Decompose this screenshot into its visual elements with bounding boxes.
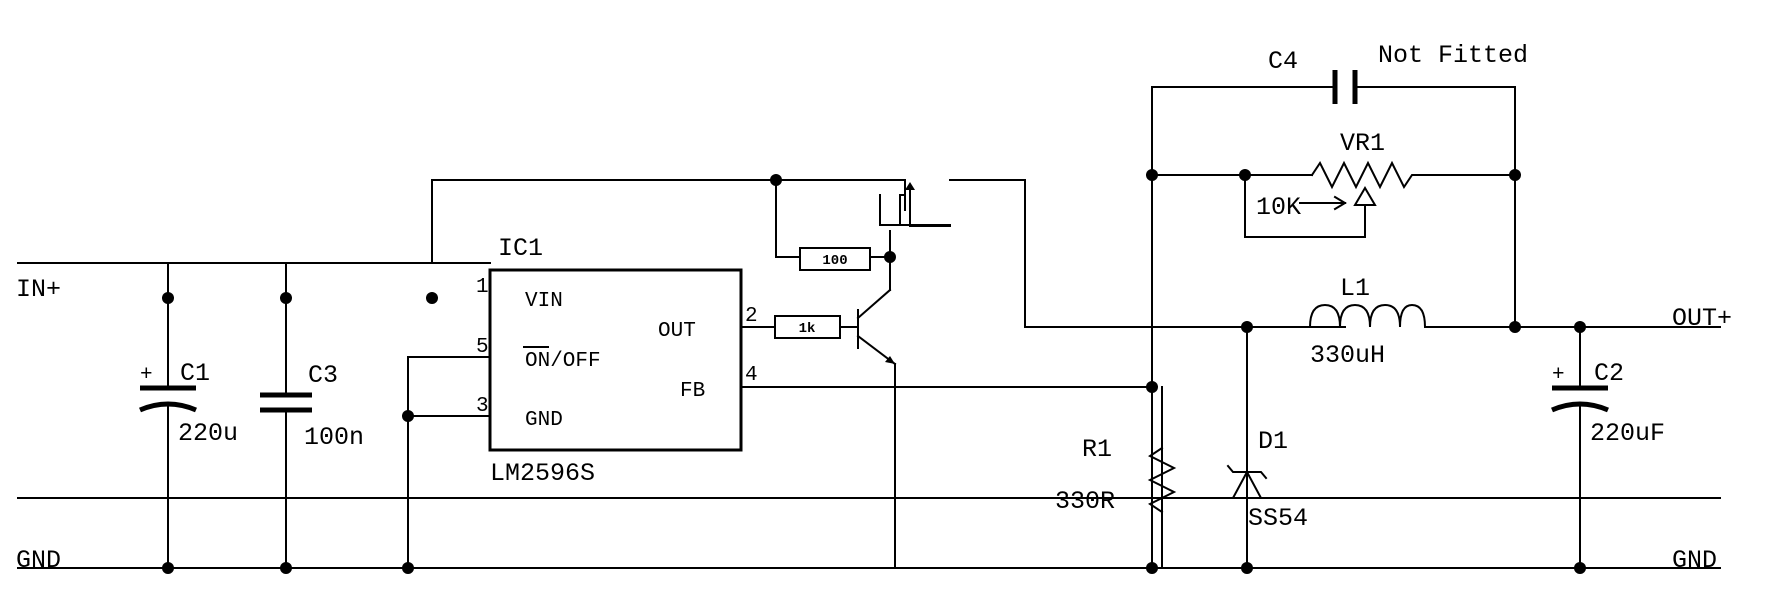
pin-number-4: 4 — [745, 364, 758, 387]
pin-name-vin: VIN — [525, 290, 563, 313]
r1-ref-label: R1 — [1082, 435, 1112, 464]
capacitor-c2: + C2 220uF — [1551, 359, 1665, 448]
pin-name-fb: FB — [680, 380, 705, 403]
l1-ref-label: L1 — [1340, 274, 1370, 303]
inductor-l1: L1 330uH — [1308, 274, 1427, 370]
c1-value-label: 220u — [178, 419, 238, 448]
c1-polarity-mark: + — [140, 364, 153, 387]
net-label-out-plus: OUT+ — [1672, 304, 1732, 333]
c2-value-label: 220uF — [1590, 419, 1665, 448]
r1-value-label: 330R — [1055, 487, 1115, 516]
net-label-gnd-right: GND — [1672, 546, 1717, 575]
ic1-ref-label: IC1 — [498, 234, 543, 263]
resistor-r1: R1 330R — [1055, 435, 1177, 516]
mosfet-q1 — [879, 182, 951, 226]
capacitor-c3: C3 100n — [260, 361, 364, 452]
junction-dots — [162, 169, 1586, 574]
d1-ref-label: D1 — [1258, 427, 1288, 456]
c3-value-label: 100n — [304, 423, 364, 452]
pin-number-5: 5 — [476, 336, 489, 359]
npn-emitter-arrow — [885, 356, 895, 364]
capacitor-c4: C4 Not Fitted — [1268, 41, 1528, 104]
vr1-value-label: 10K — [1256, 193, 1301, 222]
capacitor-c1: + C1 220u — [139, 359, 238, 448]
c4-value-label: Not Fitted — [1378, 41, 1528, 70]
r-base-value: 1k — [799, 321, 816, 337]
c1-ref-label: C1 — [180, 359, 210, 388]
r-gate-value: 100 — [822, 253, 847, 269]
c3-ref-label: C3 — [308, 361, 338, 390]
d1-value-label: SS54 — [1248, 504, 1308, 533]
diode-d1: D1 SS54 — [1226, 427, 1308, 533]
net-label-gnd-left: GND — [16, 546, 61, 575]
pin-number-1: 1 — [476, 276, 489, 299]
pin-name-gnd: GND — [525, 409, 563, 432]
pin-name-out: OUT — [658, 320, 696, 343]
pin-number-2: 2 — [745, 305, 758, 328]
c2-ref-label: C2 — [1594, 359, 1624, 388]
ic1-lm2596s: IC1 LM2596S 1 VIN 5 ON/OFF 3 GND 2 OUT 4… — [476, 234, 758, 488]
resistor-100: 100 — [799, 247, 871, 271]
l1-value-label: 330uH — [1310, 341, 1385, 370]
net-label-in-plus: IN+ — [16, 275, 61, 304]
ic1-part-label: LM2596S — [490, 459, 595, 488]
potentiometer-vr1: VR1 10K — [1256, 129, 1421, 222]
pin-number-3: 3 — [476, 395, 489, 418]
wires — [17, 86, 1721, 569]
vr1-ref-label: VR1 — [1340, 129, 1385, 158]
resistor-1k: 1k — [774, 315, 841, 339]
pin-name-on-off: ON/OFF — [525, 350, 601, 373]
c2-polarity-mark: + — [1552, 364, 1565, 387]
c4-ref-label: C4 — [1268, 47, 1298, 76]
